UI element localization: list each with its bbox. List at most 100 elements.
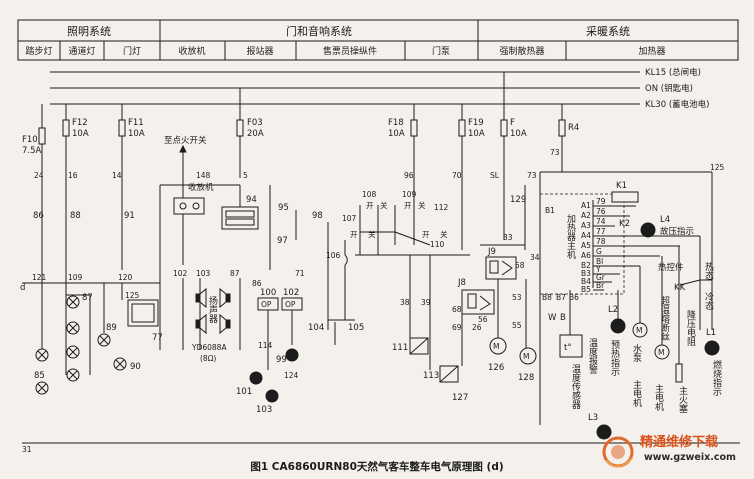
speaker-icon — [219, 313, 231, 335]
relay-k2: K2 — [619, 219, 630, 229]
sub-door-pump: 门泵 — [432, 45, 450, 57]
svg-text:B5: B5 — [581, 285, 591, 294]
fuse-f: F — [510, 118, 515, 128]
relay-j8-box — [461, 289, 495, 315]
label-hot: 热态 — [703, 261, 714, 280]
svg-text:109: 109 — [68, 273, 83, 282]
svg-text:M: M — [636, 326, 642, 335]
label-temp-alarm: 温度报警 — [587, 338, 598, 375]
svg-text:105: 105 — [348, 323, 364, 333]
svg-text:A2: A2 — [581, 211, 591, 220]
svg-text:99: 99 — [276, 355, 287, 365]
svg-text:B: B — [560, 313, 566, 323]
indicator-lamp-icon — [285, 348, 299, 362]
svg-text:113: 113 — [423, 371, 439, 381]
fuse-f19: F19 — [468, 118, 484, 128]
l3-indicator-icon — [596, 424, 612, 440]
label-l3: L3 — [588, 413, 598, 423]
svg-text:14: 14 — [112, 171, 122, 180]
watermark-text: 精通维修下载 — [640, 435, 719, 450]
label-water-pump: 水泵 — [631, 343, 642, 362]
svg-text:A6: A6 — [581, 251, 591, 260]
lamp-icon — [66, 368, 80, 382]
svg-text:B1: B1 — [545, 206, 555, 215]
svg-text:97: 97 — [277, 236, 288, 246]
svg-text:88: 88 — [70, 211, 81, 221]
fuse-f18-rating: 10A — [388, 129, 405, 139]
svg-text:128: 128 — [518, 373, 534, 383]
svg-text:W: W — [548, 313, 557, 323]
svg-text:102: 102 — [173, 269, 188, 278]
label-l4: L4 — [660, 215, 670, 225]
svg-text:A5: A5 — [581, 241, 591, 250]
ecu-pin-wires: 79 76 74 77 78 G Bl Y Gr Br — [593, 197, 700, 291]
label-l1: L1 — [706, 328, 716, 338]
label-thermo: 热控件 — [658, 262, 684, 273]
lamp-group — [35, 295, 127, 395]
label-l1-text: 燃烧指示 — [711, 359, 722, 396]
label-l2-text: 预热指示 — [609, 340, 620, 376]
system-door-audio: 门和音响系统 — [286, 24, 352, 38]
watermark-url: www.gzweix.com — [644, 452, 736, 463]
fuse-f11-rating: 10A — [128, 129, 145, 139]
fuse-f03: F03 — [247, 118, 263, 128]
svg-text:114: 114 — [258, 341, 273, 350]
svg-text:关: 关 — [368, 229, 376, 239]
svg-text:104: 104 — [308, 323, 324, 333]
heater-ecu-box — [539, 193, 625, 295]
label-l2: L2 — [608, 305, 618, 315]
l2-indicator-icon — [610, 318, 626, 334]
fuse-boxes — [38, 119, 566, 145]
lamp-icon — [35, 381, 49, 395]
svg-text:B3: B3 — [581, 269, 591, 278]
label-radio: 收放机 — [188, 182, 214, 193]
fuse-f18: F18 — [388, 118, 404, 128]
svg-text:100: 100 — [260, 288, 276, 298]
svg-text:关: 关 — [418, 200, 426, 210]
system-heating: 采暖系统 — [586, 25, 630, 38]
label-overheat: 超温熔断丝 — [659, 295, 670, 341]
svg-text:109: 109 — [402, 190, 417, 199]
header-table — [17, 19, 739, 61]
l1-indicator-icon — [704, 340, 720, 356]
label-l4-text: 故压指示 — [660, 226, 694, 237]
l4-indicator-icon — [640, 222, 656, 238]
svg-text:112: 112 — [434, 203, 449, 212]
label-kk: KK — [674, 283, 686, 293]
svg-text:B8: B8 — [542, 293, 552, 302]
svg-text:78: 78 — [596, 237, 606, 246]
svg-text:39: 39 — [421, 298, 431, 307]
fuse-f12-rating: 10A — [72, 129, 89, 139]
indicator-lamp-icon — [265, 389, 279, 403]
svg-text:125: 125 — [125, 291, 140, 300]
indicator-lamp-icon — [249, 371, 263, 385]
svg-text:102: 102 — [283, 288, 299, 298]
svg-text:103: 103 — [196, 269, 211, 278]
svg-text:Bl: Bl — [596, 257, 603, 266]
svg-text:M: M — [493, 342, 499, 351]
fuse-f12: F12 — [72, 118, 88, 128]
svg-text:B7: B7 — [556, 293, 566, 302]
speaker-model: YD6088A — [191, 343, 227, 352]
svg-text:124: 124 — [284, 371, 299, 380]
svg-text:58: 58 — [515, 261, 525, 270]
svg-text:26: 26 — [472, 323, 482, 332]
svg-text:B6: B6 — [569, 293, 579, 302]
label-main-motor: 主电机 — [631, 379, 642, 408]
svg-text:129: 129 — [510, 195, 526, 205]
branch-wires — [41, 136, 713, 425]
fuse-f03-rating: 20A — [247, 129, 264, 139]
speaker-icon — [195, 287, 207, 309]
svg-text:91: 91 — [124, 211, 135, 221]
label-t: t° — [564, 343, 572, 353]
label-main-motor-2: 主电机 — [653, 383, 664, 412]
fuse-f-rating: 10A — [510, 129, 527, 139]
svg-text:85: 85 — [34, 371, 45, 381]
fuse-f19-rating: 10A — [468, 129, 485, 139]
svg-text:101: 101 — [236, 387, 252, 397]
svg-text:127: 127 — [452, 393, 468, 403]
sub-step-light: 踏步灯 — [25, 45, 52, 57]
system-lighting: 照明系统 — [67, 25, 111, 38]
svg-text:55: 55 — [512, 321, 522, 330]
fuse-f11: F11 — [128, 118, 144, 128]
